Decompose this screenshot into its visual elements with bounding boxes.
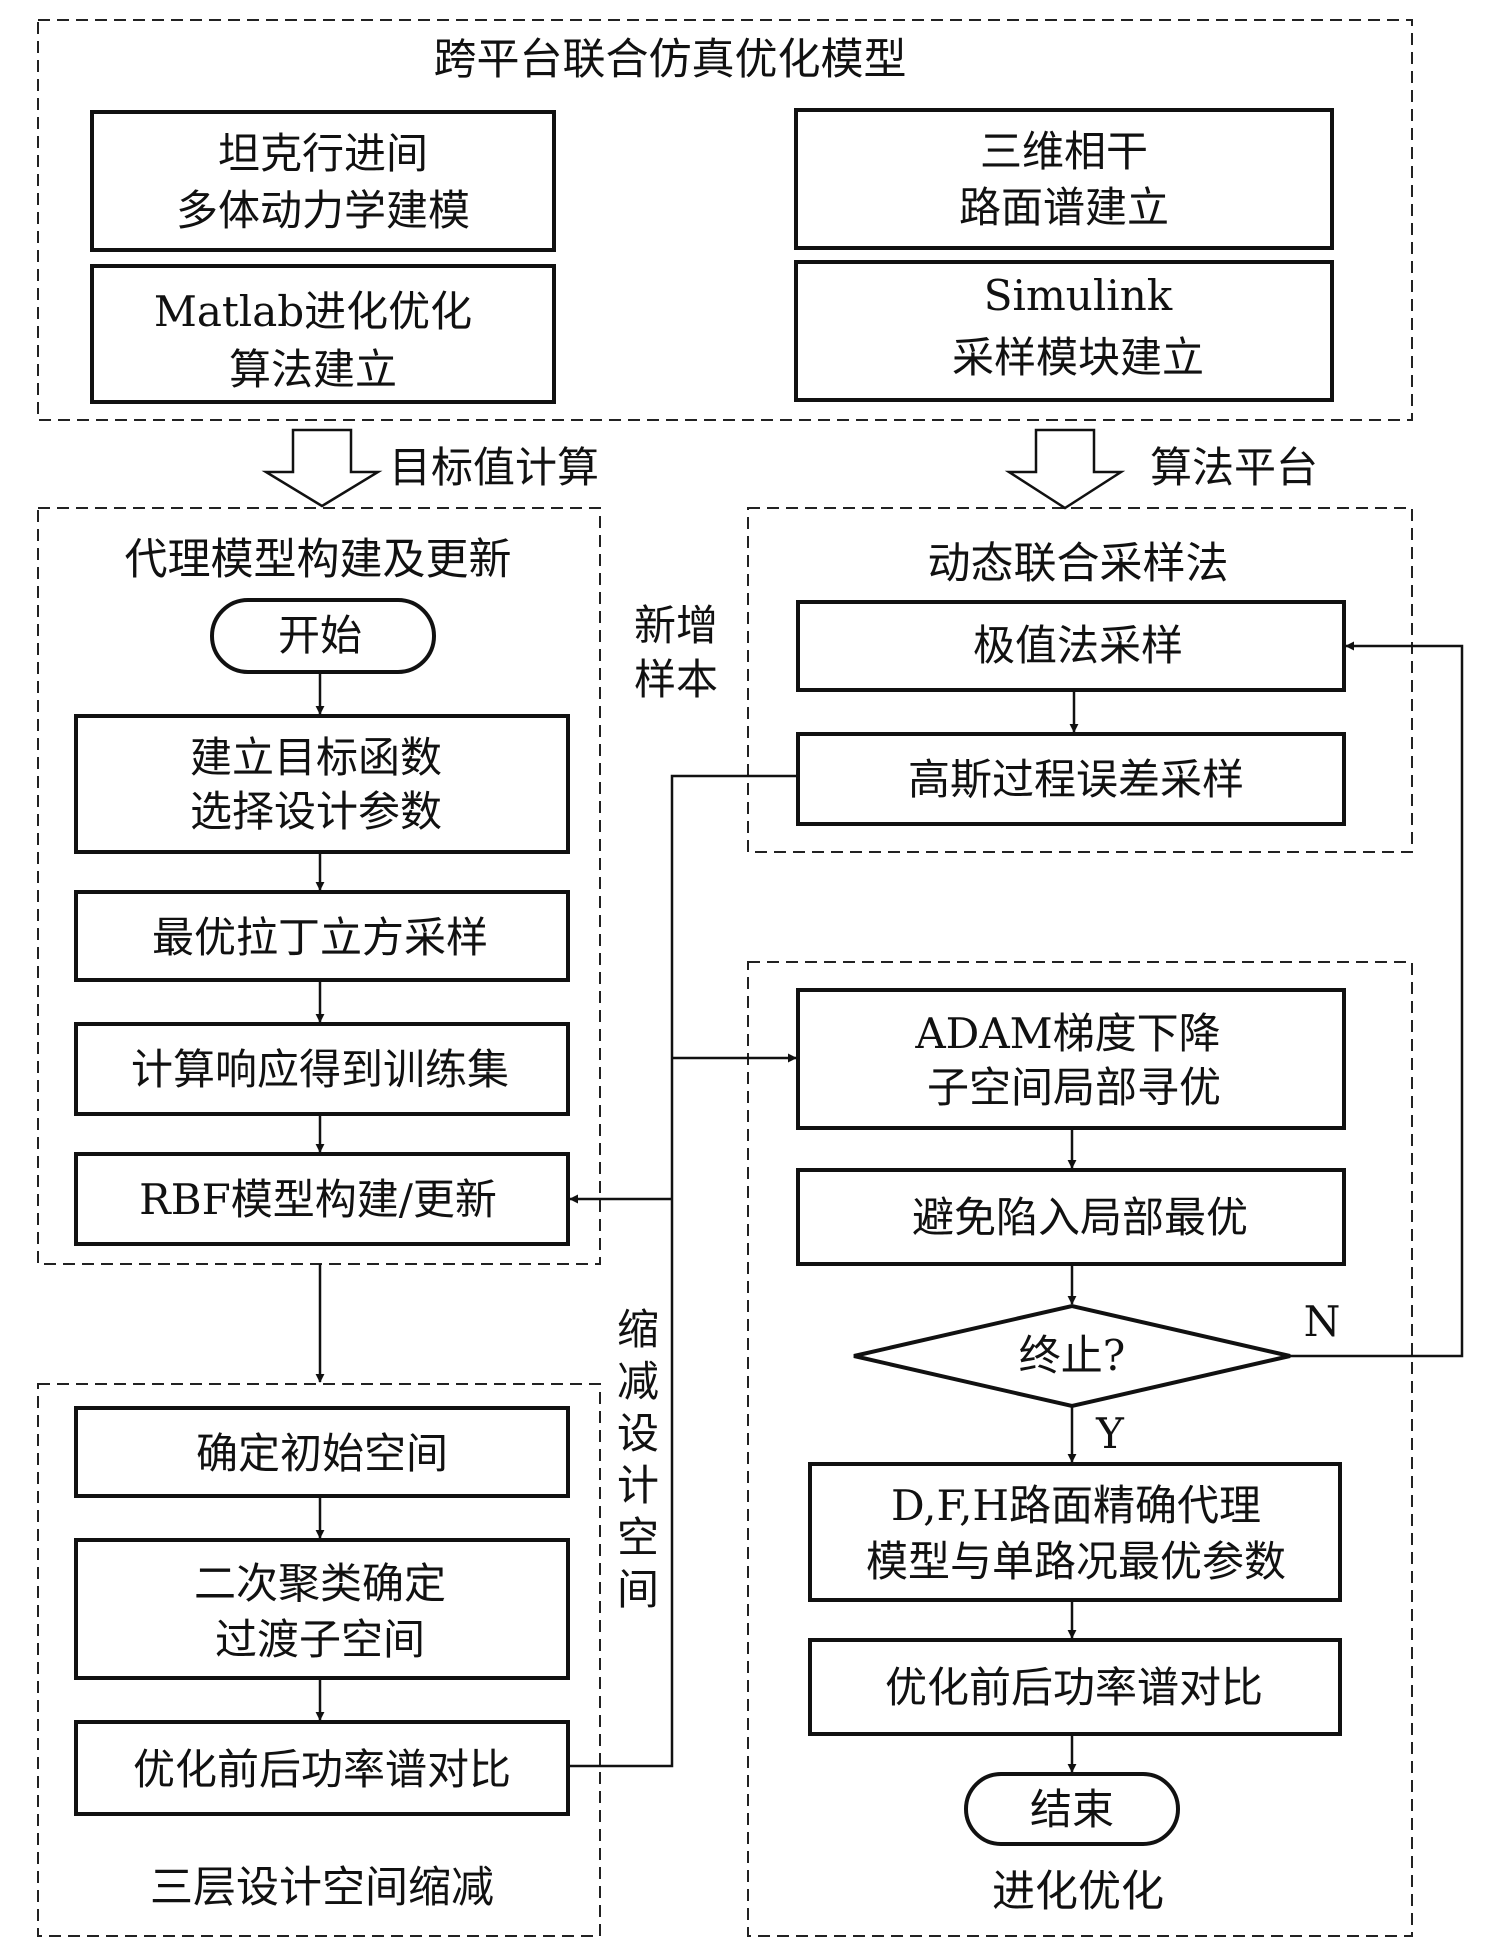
node-text-road-spectrum-2: 路面谱建立 [959,183,1169,232]
node-text-compute-response: 计算响应得到训练集 [131,1045,509,1094]
node-box-matlab-algo [90,264,556,404]
region-space-reduction [37,1383,601,1937]
node-text-avoid-local: 避免陷入局部最优 [912,1193,1248,1242]
region-title-sampling: 动态联合采样法 [928,539,1229,589]
node-box-tank-model [90,110,556,252]
node-text-start: 开始 [278,611,362,660]
label-reduce-space-5: 空 [617,1513,659,1562]
region-dynamic-sampling [747,507,1413,853]
node-box-compute-response [74,1022,570,1116]
node-text-psd-compare-right: 优化前后功率谱对比 [885,1663,1263,1712]
label-reduce-space-2: 减 [617,1357,659,1406]
node-text-terminate: 终止? [1019,1331,1126,1380]
node-box-simulink [794,260,1334,402]
label-new-samples-2: 样本 [634,655,718,704]
label-algo-platform: 算法平台 [1150,443,1318,492]
node-box-psd-compare-left [74,1720,570,1816]
node-box-psd-compare-right [808,1638,1342,1736]
node-box-cluster [74,1538,570,1680]
node-box-dfh-model [808,1462,1342,1602]
node-text-matlab-algo-2: 算法建立 [229,345,397,394]
node-text-gp-sampling: 高斯过程误差采样 [908,755,1244,804]
region-title-cosimulation: 跨平台联合仿真优化模型 [434,35,907,85]
region-evolution-optimization [747,961,1413,1937]
node-text-adam-1: ADAM梯度下降 [914,1009,1220,1058]
node-text-init-space: 确定初始空间 [196,1429,448,1478]
connector-no-loop [1290,641,1464,1358]
node-box-rbf-build [74,1152,570,1246]
node-box-end [964,1772,1180,1846]
label-branch-no: N [1304,1297,1341,1346]
node-box-extreme-sampling [796,600,1346,692]
node-text-tank-model-1: 坦克行进间 [218,129,428,178]
node-text-cluster-1: 二次聚类确定 [194,1559,446,1608]
node-text-end: 结束 [1030,1785,1114,1834]
node-box-build-objective [74,714,570,854]
hollow-arrow-algorithm [1004,428,1126,510]
label-reduce-space-4: 计 [617,1461,659,1510]
connector-gp-to-trunk [568,774,798,1768]
label-reduce-space-1: 缩 [617,1305,659,1354]
node-text-dfh-model-1: D,F,H路面精确代理 [891,1481,1261,1530]
node-text-lhs-sampling: 最优拉丁立方采样 [152,913,488,962]
region-title-surrogate: 代理模型构建及更新 [125,535,512,585]
label-branch-yes: Y [1095,1409,1125,1458]
node-box-gp-sampling [796,732,1346,826]
node-text-cluster-2: 过渡子空间 [215,1615,425,1664]
node-text-extreme-sampling: 极值法采样 [973,621,1183,670]
node-text-simulink-1: Simulink [984,271,1173,320]
region-cosimulation-model [37,19,1413,421]
node-box-start [210,598,436,674]
node-text-dfh-model-2: 模型与单路况最优参数 [866,1537,1286,1586]
node-text-simulink-2: 采样模块建立 [952,333,1204,382]
node-text-tank-model-2: 多体动力学建模 [176,186,470,235]
node-text-rbf-build: RBF模型构建/更新 [139,1175,497,1224]
node-text-road-spectrum-1: 三维相干 [980,127,1148,176]
node-text-matlab-algo-1: Matlab进化优化 [154,287,472,336]
node-box-adam [796,988,1346,1130]
label-objective-calc: 目标值计算 [389,443,599,492]
node-text-build-objective-1: 建立目标函数 [190,733,442,782]
region-title-evolution: 进化优化 [992,1867,1164,1917]
node-text-psd-compare-left: 优化前后功率谱对比 [133,1745,511,1794]
region-title-reduction: 三层设计空间缩减 [150,1863,494,1913]
node-text-build-objective-2: 选择设计参数 [190,787,442,836]
node-box-road-spectrum [794,108,1334,250]
hollow-arrow-objective [261,428,383,508]
label-reduce-space-6: 间 [617,1565,659,1614]
label-reduce-space-3: 设 [617,1409,659,1458]
node-box-lhs-sampling [74,890,570,982]
label-new-samples-1: 新增 [634,601,718,650]
node-text-adam-2: 子空间局部寻优 [927,1063,1221,1112]
node-box-init-space [74,1406,570,1498]
